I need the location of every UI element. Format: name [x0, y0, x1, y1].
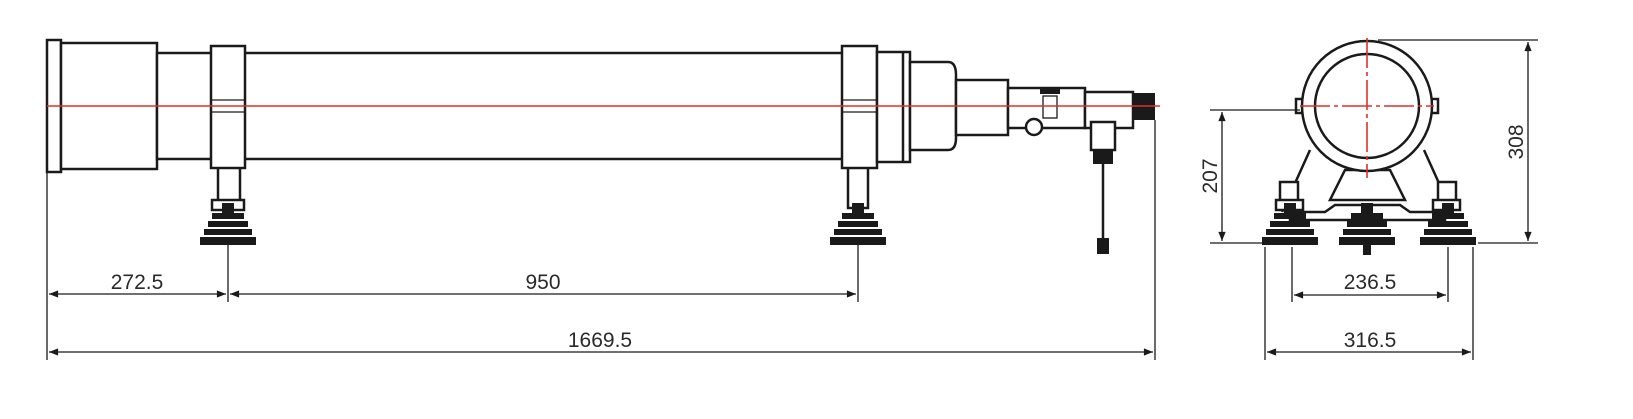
side-view-dimensions: 272.5 950 1669.5	[46, 120, 1156, 360]
dim-272-5: 272.5	[111, 271, 164, 294]
eyepiece-body	[1006, 86, 1087, 130]
dim-308: 308	[1505, 124, 1528, 159]
dim-207: 207	[1199, 158, 1222, 193]
end-view-dimensions: 207 308 236.5 316.5	[1199, 39, 1538, 360]
adapter	[954, 78, 1010, 137]
front-support	[200, 44, 256, 245]
dim-236-5: 236.5	[1344, 271, 1397, 294]
dim-1669-5: 1669.5	[568, 329, 632, 352]
dim-316-5: 316.5	[1344, 329, 1397, 352]
dim-950: 950	[525, 271, 560, 294]
rear-support	[830, 44, 886, 245]
adjust-knob	[1024, 117, 1044, 137]
side-view	[45, 38, 1160, 254]
cable-connector	[1097, 238, 1109, 254]
rear-ring	[875, 50, 912, 164]
end-view	[1262, 38, 1476, 255]
